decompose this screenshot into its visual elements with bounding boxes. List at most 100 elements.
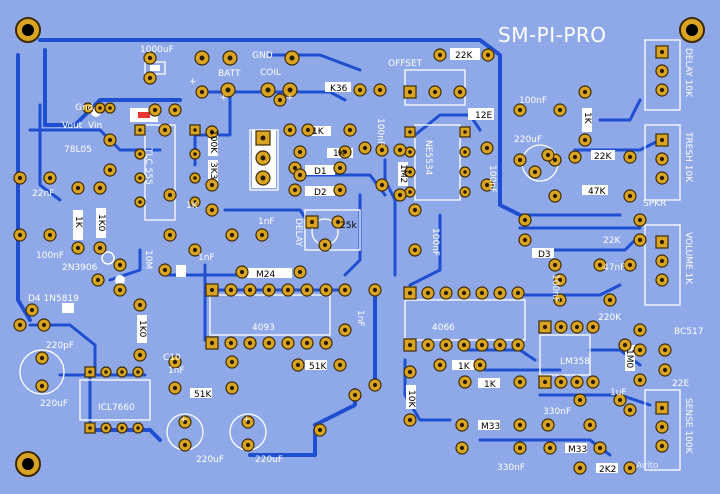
label-r1m0: 1M0 (624, 349, 634, 368)
label-78l05: 78L05 (64, 145, 92, 155)
pad-hole (323, 287, 329, 293)
pad-hole (295, 362, 301, 368)
label-r47k: 47K (588, 187, 606, 197)
label-r10k: 10K (406, 390, 416, 408)
pad-hole (292, 165, 298, 171)
pad-hole (577, 397, 583, 403)
pad-hole (97, 245, 103, 251)
pad-hole (245, 442, 251, 448)
pad-hole (659, 443, 665, 449)
pad-hole (304, 287, 310, 293)
pad-hole (17, 232, 23, 238)
pad-hole (152, 107, 158, 113)
pad-hole (108, 106, 112, 110)
pad-hole (138, 152, 142, 156)
pad-hole (443, 290, 449, 296)
label-r1m2: 1M2 (398, 164, 408, 183)
pad-hole (147, 75, 153, 81)
pad-hole (229, 232, 235, 238)
label-tlc555: TLC 555 (143, 147, 153, 185)
pad-hole (342, 327, 348, 333)
pad-hole (558, 379, 564, 385)
label-m33-a: M33 (481, 422, 500, 432)
pad-hole (522, 237, 528, 243)
pad-hole (659, 68, 665, 74)
pad-hole (659, 424, 665, 430)
pad-hole (459, 445, 465, 451)
label-r1k-f: 1K (458, 362, 471, 372)
pad-hole (17, 322, 23, 328)
label-c220pf: 220pF (46, 341, 74, 351)
pad-hole (485, 52, 491, 58)
label-r22e: 22E (672, 379, 689, 389)
label-c330nf-a: 330nF (543, 407, 571, 417)
label-k36: K36 (330, 84, 348, 94)
pad-hole (342, 287, 348, 293)
pad-hole (397, 192, 403, 198)
pad-hole (285, 287, 291, 293)
pad-hole (463, 130, 467, 134)
pad-hole (408, 170, 412, 174)
label-delay-10k: DELAY 10K (683, 48, 693, 98)
pad-hole (377, 87, 383, 93)
pad-hole (266, 287, 272, 293)
label-spkr: SPKR (643, 199, 666, 209)
label-c100nf-b: 100nF (519, 96, 547, 106)
pad-hole (352, 392, 358, 398)
mounting-holes (15, 17, 705, 477)
label-r51k-b: 51K (309, 362, 327, 372)
pad-hole (517, 379, 523, 385)
pad-hole (457, 89, 463, 95)
pad-hole (75, 245, 81, 251)
pad-hole (659, 87, 665, 93)
pad-hole (17, 175, 23, 181)
pad-hole (659, 156, 665, 162)
label-d4: D4 1N5819 (28, 294, 79, 304)
pad-hole (627, 193, 633, 199)
pad-hole (209, 129, 215, 135)
pad-hole (138, 176, 142, 180)
pad-hole (304, 340, 310, 346)
label-4066: 4066 (432, 323, 455, 333)
label-d3: D3 (538, 250, 551, 260)
pad-hole (117, 262, 123, 268)
pad-hole (317, 427, 323, 433)
pad-hole (287, 87, 293, 93)
label-cap-1000uf: 1000uF (140, 45, 174, 55)
pad-hole (162, 127, 168, 133)
watermark-text: Avito (636, 461, 659, 471)
label-c1nf-a: 1nF (258, 217, 275, 227)
pad-hole (461, 342, 467, 348)
pad-hole (265, 87, 271, 93)
pad-hole (75, 185, 81, 191)
pad-hole (337, 165, 343, 171)
pad-hole (228, 287, 234, 293)
pad-hole (552, 157, 558, 163)
pad-hole (627, 262, 633, 268)
pad-hole (637, 377, 643, 383)
pad-hole (542, 379, 548, 385)
pad-hole (289, 55, 295, 61)
pad-hole (104, 370, 108, 374)
pad-hole (117, 287, 123, 293)
label-c100nf-d: 100nF (36, 251, 64, 261)
label-c1nf-b: 1nF (198, 253, 215, 263)
pad-hole (558, 324, 564, 330)
pad-hole (136, 426, 140, 430)
label-r1k-a: 1K (312, 127, 325, 137)
pad-hole (137, 302, 143, 308)
label-c1uf: 1uF (610, 388, 627, 398)
pad-hole (547, 445, 553, 451)
label-c100nf-f: 100nF (550, 274, 560, 302)
pad-hole (95, 277, 101, 283)
pad-hole (228, 340, 234, 346)
pad-hole (260, 135, 266, 141)
pad-hole (408, 190, 412, 194)
pad-hole (167, 232, 173, 238)
pad-hole (425, 290, 431, 296)
pad-hole (627, 465, 633, 471)
pad-hole (437, 362, 443, 368)
pad-hole (245, 419, 251, 425)
label-r22k-b: 22K (594, 152, 612, 162)
label-r22k-c: 22K (603, 236, 621, 246)
